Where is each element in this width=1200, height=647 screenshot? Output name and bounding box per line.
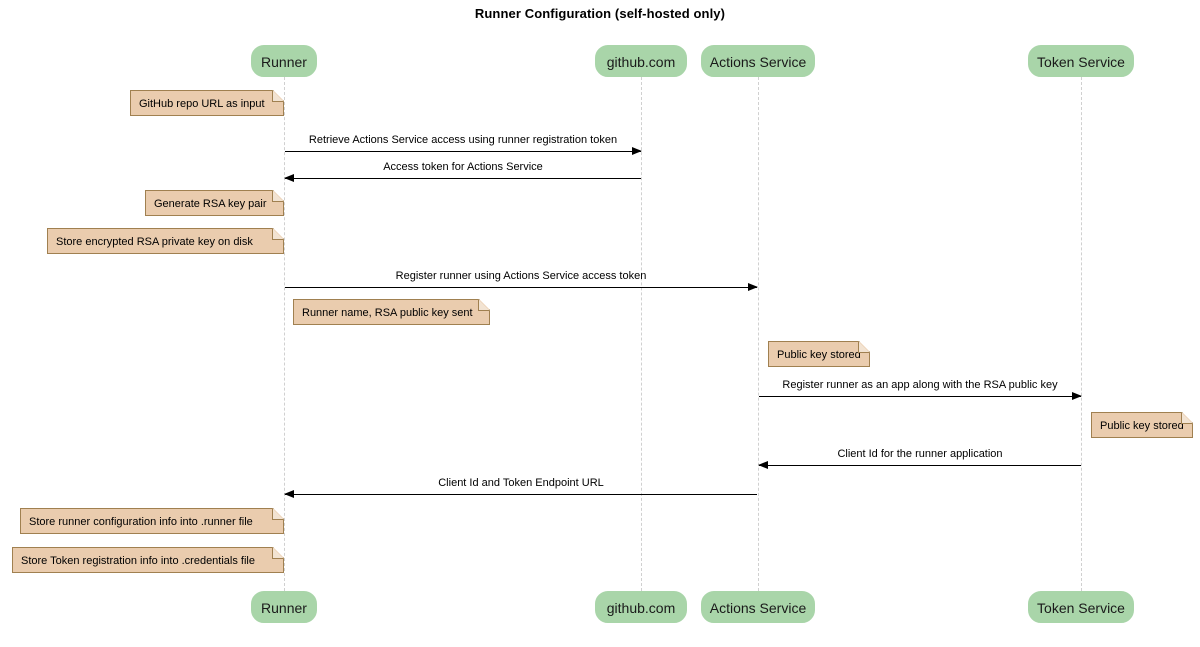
note-corner-cut-icon	[273, 190, 284, 201]
note-text: Store encrypted RSA private key on disk	[56, 236, 253, 248]
participant-label: github.com	[606, 54, 676, 70]
note-corner-cut-icon	[273, 508, 284, 519]
lifeline-token	[1081, 77, 1082, 591]
note-store-runner-file: Store runner configuration info into .ru…	[20, 508, 284, 534]
arrow-head-right-icon	[748, 283, 758, 291]
note-corner-cut-icon	[479, 299, 490, 310]
note-text: Runner name, RSA public key sent	[302, 307, 473, 319]
note-corner-cut-icon	[859, 341, 870, 352]
note-text: GitHub repo URL as input	[139, 98, 265, 110]
note-corner-cut-icon	[1182, 412, 1193, 423]
note-text: Generate RSA key pair	[154, 198, 267, 210]
participant-token-bottom[interactable]: Token Service	[1028, 591, 1134, 623]
participant-actions-bottom[interactable]: Actions Service	[701, 591, 815, 623]
note-corner-cut-icon	[273, 90, 284, 101]
participant-label: Runner	[261, 600, 307, 616]
arrow-head-right-icon	[1072, 392, 1082, 400]
msg-register-app-label: Register runner as an app along with the…	[782, 379, 1058, 391]
participant-label: github.com	[606, 600, 676, 616]
note-text: Public key stored	[1100, 420, 1184, 432]
diagram-title: Runner Configuration (self-hosted only)	[474, 6, 726, 21]
participant-runner-top[interactable]: Runner	[251, 45, 317, 77]
msg-client-id-endpoint-line	[284, 490, 757, 498]
msg-client-id-line	[758, 461, 1081, 469]
lifeline-runner	[284, 77, 285, 591]
participant-github-top[interactable]: github.com	[595, 45, 687, 77]
msg-client-id-endpoint-label: Client Id and Token Endpoint URL	[438, 477, 604, 489]
participant-github-bottom[interactable]: github.com	[595, 591, 687, 623]
note-pubkey-token: Public key stored	[1091, 412, 1193, 438]
msg-client-id-label: Client Id for the runner application	[837, 448, 1003, 460]
msg-retrieve-access-label: Retrieve Actions Service access using ru…	[308, 134, 618, 146]
arrow-head-right-icon	[632, 147, 642, 155]
participant-label: Token Service	[1037, 54, 1125, 70]
msg-retrieve-access-line	[285, 147, 642, 155]
participant-actions-top[interactable]: Actions Service	[701, 45, 815, 77]
lifeline-github	[641, 77, 642, 591]
participant-label: Runner	[261, 54, 307, 70]
note-corner-cut-icon	[273, 228, 284, 239]
lifeline-actions	[758, 77, 759, 591]
note-pubkey-actions: Public key stored	[768, 341, 870, 367]
msg-access-token-label: Access token for Actions Service	[383, 161, 543, 173]
participant-token-top[interactable]: Token Service	[1028, 45, 1134, 77]
msg-register-app-line	[759, 392, 1082, 400]
note-corner-cut-icon	[273, 547, 284, 558]
note-repo-url: GitHub repo URL as input	[130, 90, 284, 116]
arrow-head-left-icon	[284, 490, 294, 498]
note-text: Store Token registration info into .cred…	[21, 555, 255, 567]
note-text: Store runner configuration info into .ru…	[29, 516, 253, 528]
msg-register-runner-line	[285, 283, 758, 291]
note-generate-rsa: Generate RSA key pair	[145, 190, 284, 216]
participant-label: Actions Service	[709, 600, 807, 616]
participant-label: Actions Service	[709, 54, 807, 70]
note-text: Public key stored	[777, 349, 861, 361]
participant-label: Token Service	[1037, 600, 1125, 616]
participant-runner-bottom[interactable]: Runner	[251, 591, 317, 623]
note-store-credentials: Store Token registration info into .cred…	[12, 547, 284, 573]
note-runner-name: Runner name, RSA public key sent	[293, 299, 490, 325]
arrow-head-left-icon	[758, 461, 768, 469]
note-store-rsa: Store encrypted RSA private key on disk	[47, 228, 284, 254]
msg-register-runner-label: Register runner using Actions Service ac…	[395, 270, 647, 282]
arrow-head-left-icon	[284, 174, 294, 182]
msg-access-token-line	[284, 174, 641, 182]
